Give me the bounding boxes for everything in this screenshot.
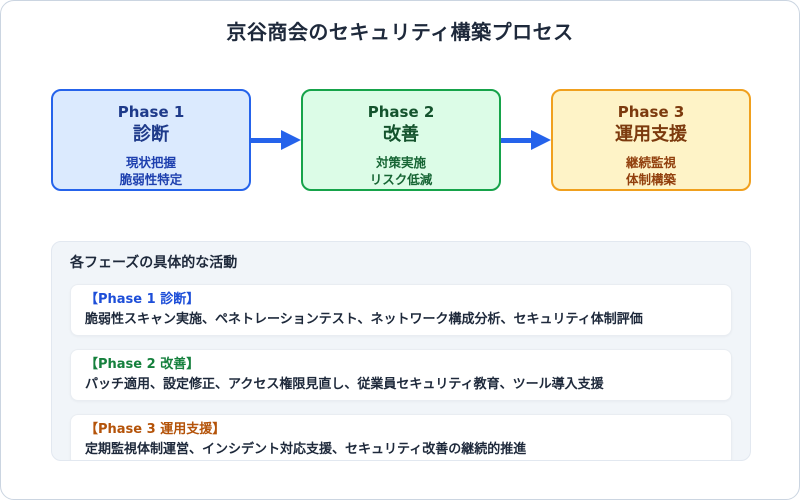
phase-points: 継続監視 体制構築 — [626, 155, 676, 188]
phase-label: Phase 2 — [367, 103, 435, 121]
arrow-head — [281, 130, 301, 150]
phase-point: 体制構築 — [625, 171, 676, 187]
arrow-line — [251, 137, 281, 143]
phase-point: 現状把握 — [125, 155, 176, 171]
phase-title: 運用支援 — [615, 123, 687, 145]
phase-points: 現状把握 脆弱性特定 — [120, 155, 183, 188]
arrow-line — [501, 137, 531, 143]
activity-card-phase2: 【Phase 2 改善】 パッチ適用、設定修正、アクセス権限見直し、従業員セキュ… — [70, 349, 732, 401]
arrow-head — [531, 130, 551, 150]
phase-box-3: Phase 3 運用支援 継続監視 体制構築 — [551, 89, 751, 191]
phase-point: 脆弱性特定 — [119, 171, 183, 187]
page-title: 京谷商会のセキュリティ構築プロセス — [226, 20, 574, 44]
phase-label: Phase 1 — [117, 103, 185, 121]
phase-title: 診断 — [133, 123, 169, 145]
phase-points: 対策実施 リスク低減 — [370, 155, 433, 188]
phase-box-1: Phase 1 診断 現状把握 脆弱性特定 — [51, 89, 251, 191]
phase-flow: Phase 1 診断 現状把握 脆弱性特定 Phase 2 改善 対策実施 リス… — [51, 89, 751, 191]
activity-label: 【Phase 1 診断】 — [85, 292, 200, 307]
phase-point: 対策実施 — [375, 155, 426, 171]
activity-card-phase3: 【Phase 3 運用支援】 定期監視体制運営、インシデント対応支援、セキュリテ… — [70, 414, 732, 460]
phase-point: リスク低減 — [369, 171, 433, 187]
activities-heading: 各フェーズの具体的な活動 — [70, 255, 238, 271]
arrow-right-icon — [501, 89, 551, 191]
activity-card-phase1: 【Phase 1 診断】 脆弱性スキャン実施、ペネトレーションテスト、ネットワー… — [70, 284, 732, 336]
activity-description: 定期監視体制運営、インシデント対応支援、セキュリティ改善の継続的推進 — [85, 442, 527, 457]
phase-point: 継続監視 — [625, 155, 676, 171]
activity-label: 【Phase 3 運用支援】 — [85, 422, 226, 437]
phase-label: Phase 3 — [617, 103, 685, 121]
phase-title: 改善 — [383, 123, 419, 145]
activities-panel: 各フェーズの具体的な活動 【Phase 1 診断】 脆弱性スキャン実施、ペネトレ… — [51, 241, 751, 461]
activity-description: 脆弱性スキャン実施、ペネトレーションテスト、ネットワーク構成分析、セキュリティ体… — [85, 312, 643, 327]
activity-label: 【Phase 2 改善】 — [85, 357, 200, 372]
phase-box-2: Phase 2 改善 対策実施 リスク低減 — [301, 89, 501, 191]
activity-description: パッチ適用、設定修正、アクセス権限見直し、従業員セキュリティ教育、ツール導入支援 — [85, 377, 604, 392]
arrow-right-icon — [251, 89, 301, 191]
